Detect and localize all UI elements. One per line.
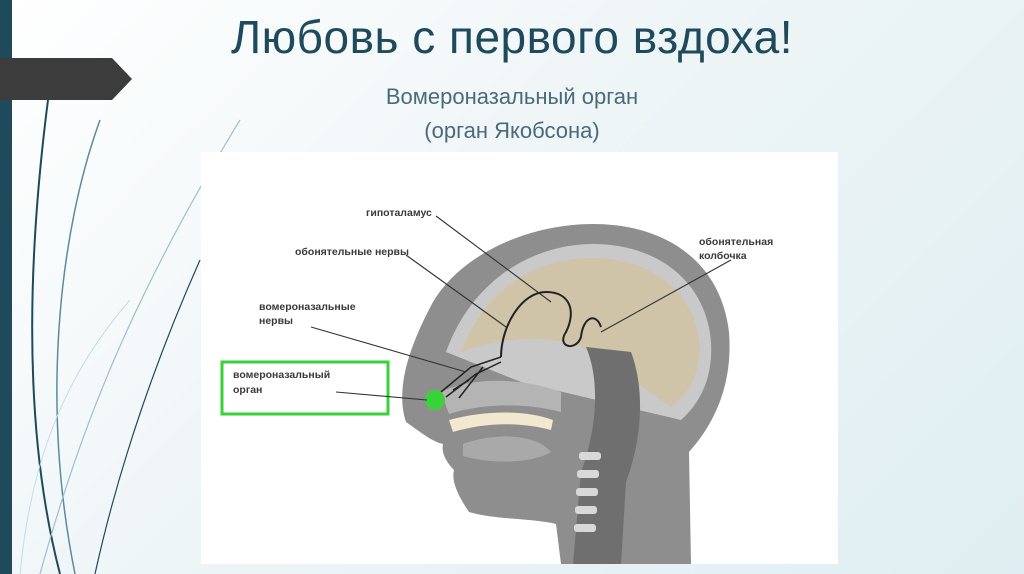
label-vomeronasal-organ-1: вомероназальный bbox=[233, 369, 330, 381]
vomeronasal-organ-box bbox=[220, 360, 390, 416]
subtitle-line-2: (орган Якобсона) bbox=[424, 118, 600, 143]
label-hypothalamus: гипоталамус bbox=[366, 207, 432, 219]
label-vomeronasal-organ-2: орган bbox=[233, 384, 262, 396]
arrow-tab-marker bbox=[0, 58, 132, 100]
brain bbox=[461, 258, 700, 407]
label-vomeronasal-nerves-2: нервы bbox=[259, 315, 293, 327]
slide-title: Любовь с первого вздоха! bbox=[230, 11, 794, 63]
nasal-cavity bbox=[441, 380, 561, 414]
tongue bbox=[463, 436, 551, 462]
leader-lines bbox=[310, 215, 732, 401]
palate bbox=[449, 412, 553, 432]
label-vomeronasal-nerves-1: вомероназальные bbox=[259, 301, 356, 313]
label-olfactory-bulb-2: колбочка bbox=[699, 250, 747, 262]
label-olfactory-nerves: обонятельные нервы bbox=[295, 246, 409, 258]
nerve-bundle bbox=[440, 356, 502, 399]
vertebrae bbox=[574, 452, 601, 532]
label-olfactory-bulb-1: обонятельная bbox=[699, 236, 773, 248]
diagram-panel: гипоталамус обонятельные нервы вомероназ… bbox=[201, 152, 838, 564]
left-accent-bar bbox=[0, 0, 12, 574]
olfactory-nerve-loop bbox=[500, 290, 602, 358]
subtitle-line-1: Вомероназальный орган bbox=[385, 84, 639, 109]
head-anatomy-diagram: гипоталамус обонятельные нервы вомероназ… bbox=[220, 207, 773, 564]
vomeronasal-organ-dot bbox=[425, 390, 445, 410]
slide-subtitle: Вомероназальный орган (орган Якобсона) bbox=[0, 80, 1024, 148]
